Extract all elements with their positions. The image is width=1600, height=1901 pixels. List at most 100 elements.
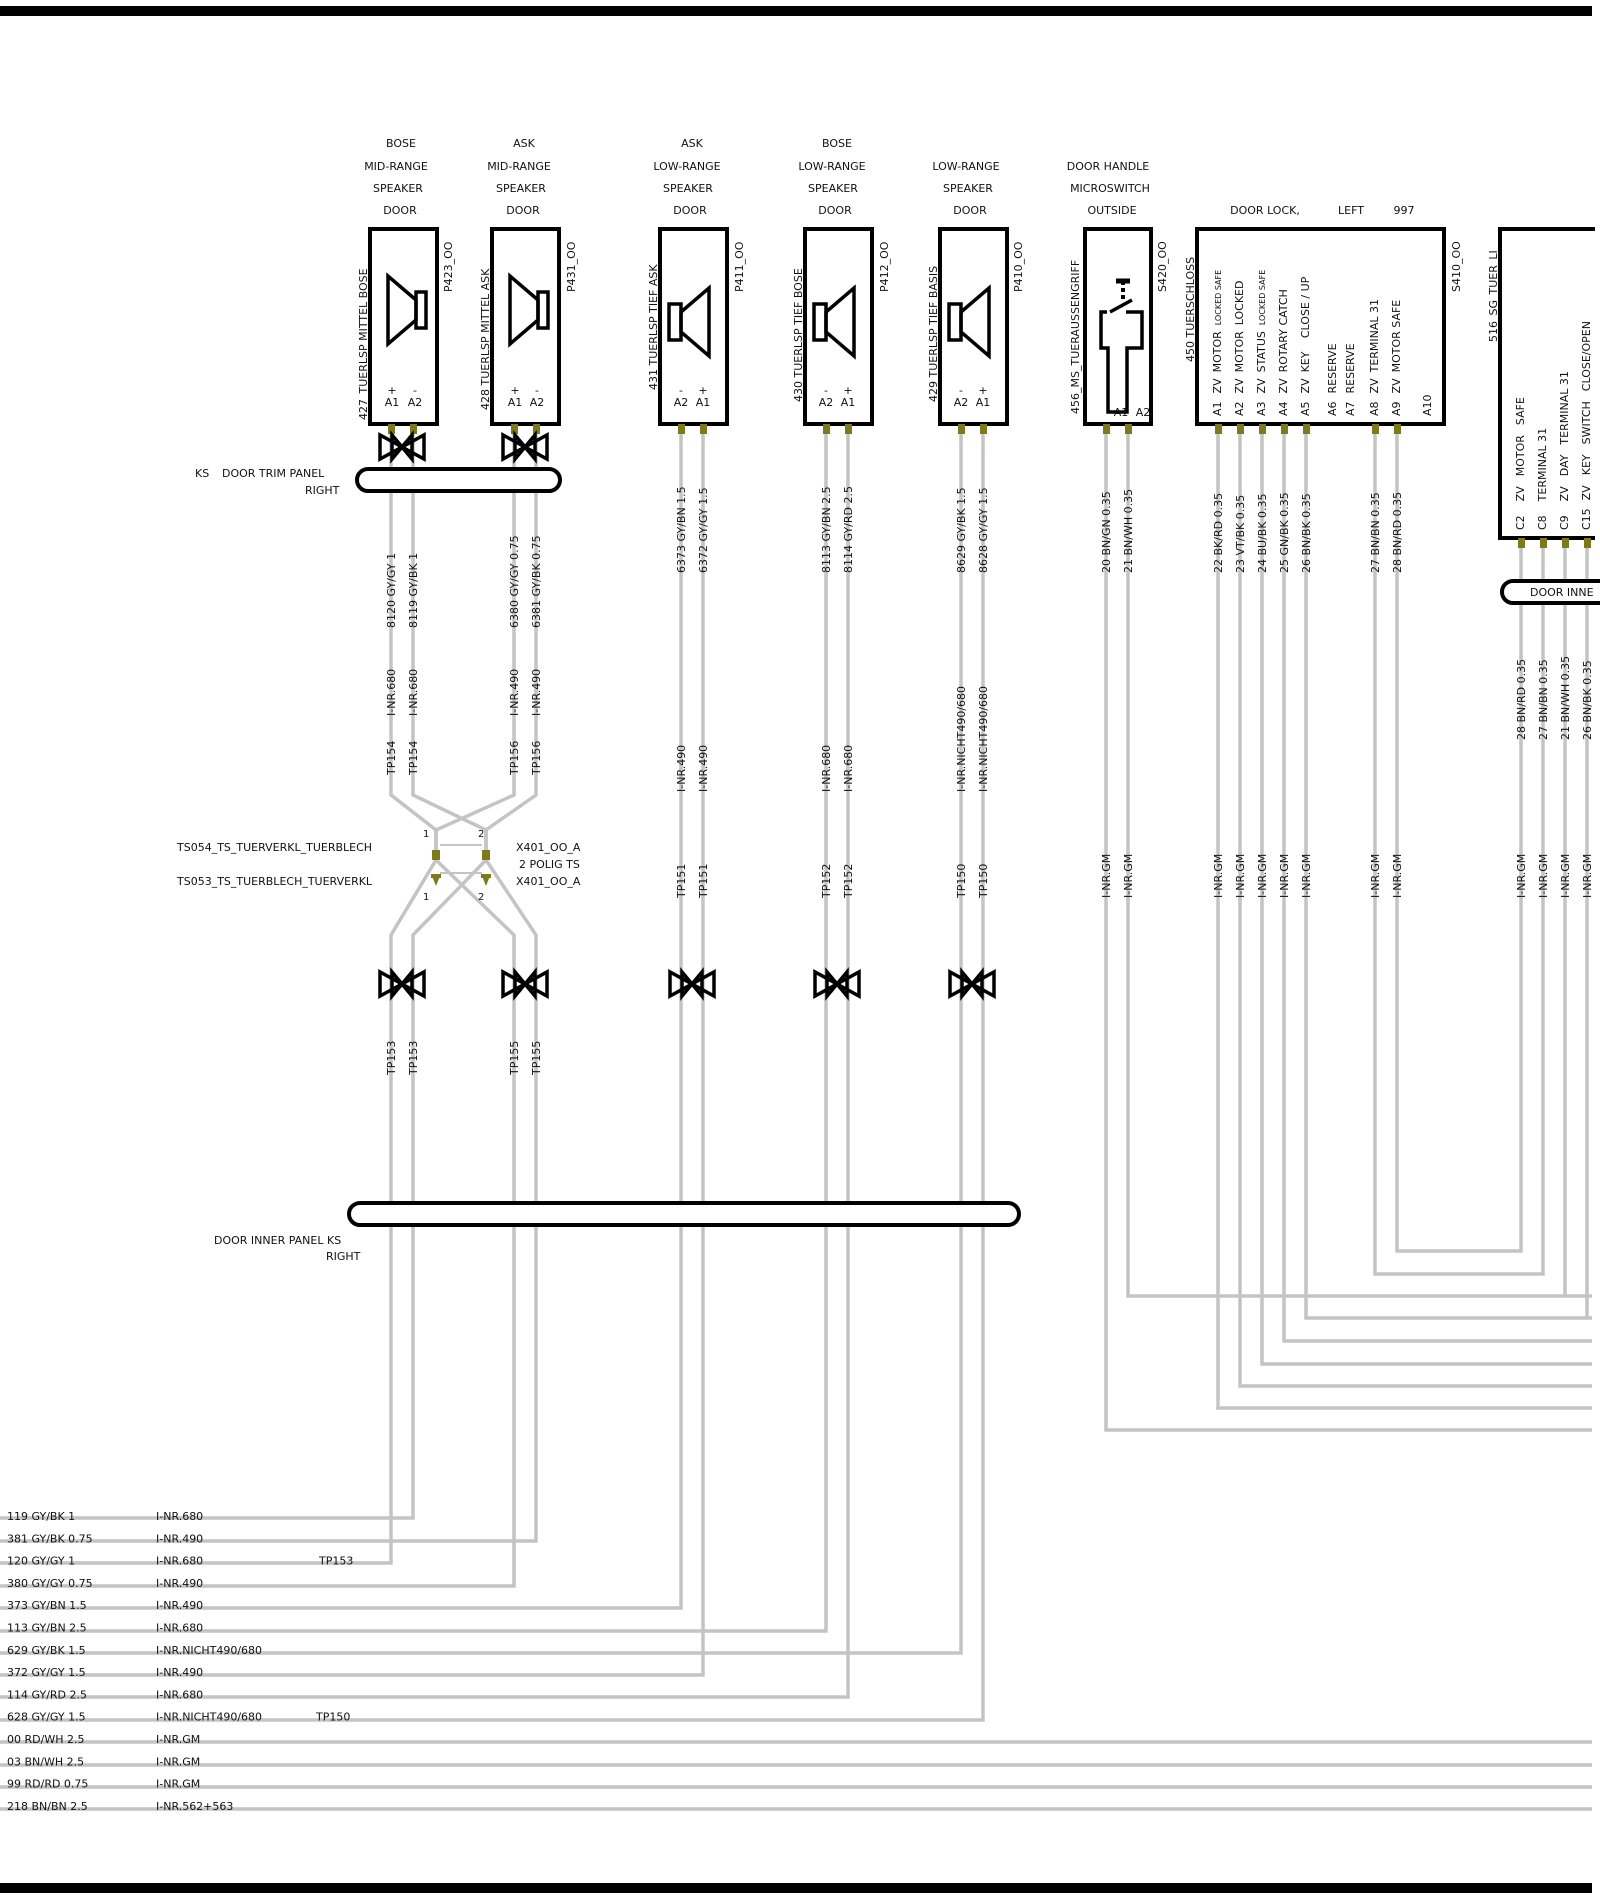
basis-low-label: 429 TUERLSP TIEF BASIS bbox=[927, 266, 940, 402]
harness-option-label: I-NR.NICHT490/680 bbox=[156, 1644, 262, 1657]
vertical-wire-labels: 8120 GY/GY 1 8119 GY/BK 1 6380 GY/GY 0.7… bbox=[385, 486, 1594, 1076]
pin-label: A1 bbox=[508, 396, 523, 409]
harness-wire-label: 119 GY/BK 1 bbox=[7, 1510, 75, 1523]
tp-label: TP152 bbox=[842, 864, 855, 899]
wire-label: 25 GN/BK 0.35 bbox=[1278, 492, 1291, 573]
wire-6380 bbox=[0, 424, 516, 1588]
lock-pin-a1: A1ZVMOTORLOCKED SAFE bbox=[1211, 270, 1224, 416]
unit-pin-c2: C2ZVMOTORSAFE bbox=[1514, 397, 1527, 530]
pin-sign: - bbox=[959, 384, 963, 397]
control-unit-pins: C2ZVMOTORSAFE C8TERMINAL 31 C9ZVDAYTERMI… bbox=[1514, 321, 1593, 530]
speaker-icon bbox=[947, 284, 991, 360]
handle-title-2: MICROSWITCH bbox=[1070, 182, 1150, 195]
wire-label: 26 BN/BK 0.35 bbox=[1581, 660, 1594, 740]
tp-label: TP154 bbox=[385, 741, 398, 776]
harness-option-label: I-NR.490 bbox=[156, 1577, 203, 1590]
splice-polig: 2 POLIG TS bbox=[519, 858, 580, 871]
harness-option-label: I-NR.NICHT490/680 bbox=[156, 1711, 262, 1724]
ask-low-speaker-box bbox=[658, 227, 729, 426]
harness-option-label: I-NR.680 bbox=[156, 1510, 203, 1523]
tp-label: TP156 bbox=[508, 741, 521, 776]
lock-pin-a8: A8ZVTERMINAL 31 bbox=[1368, 299, 1381, 416]
harness-wire-label: 03 BN/WH 2.5 bbox=[7, 1755, 84, 1768]
ask-mid-title-3: SPEAKER bbox=[496, 182, 546, 195]
bose-low-title-4: DOOR bbox=[818, 204, 852, 217]
bose-low-label: 430 TUERLSP TIEF BOSE bbox=[792, 268, 805, 402]
connector-icon bbox=[378, 430, 426, 464]
harness-option-label: I-NR.680 bbox=[156, 1688, 203, 1701]
wire-21-handle bbox=[1126, 424, 1592, 1298]
option-label: I-NR.GM bbox=[1100, 854, 1113, 898]
harness-option-label: I-NR.490 bbox=[156, 1532, 203, 1545]
pin-sign: + bbox=[698, 384, 707, 397]
option-label: I-NR.490 bbox=[530, 669, 543, 716]
harness-wire-label: 372 GY/GY 1.5 bbox=[7, 1666, 86, 1679]
ask-mid-title-4: DOOR bbox=[506, 204, 540, 217]
door-handle-switch-box bbox=[1083, 227, 1153, 426]
splice-pin-2-top: 2 bbox=[478, 829, 484, 840]
speaker-pin-labels: + - A1 A2 + - A1 A2 - + A2 A1 - + A2 A1 … bbox=[385, 384, 1151, 419]
option-label: I-NR.GM bbox=[1369, 854, 1382, 898]
wire-label: 24 BU/BK 0.35 bbox=[1256, 493, 1269, 573]
lock-pin-a4: A4ZVROTARY CATCH bbox=[1277, 289, 1290, 416]
splice-x401: 1 2 1 2 TS054_TS_TUERVERKL_TUERBLECH TS0… bbox=[176, 829, 581, 903]
wire-6381 bbox=[0, 424, 538, 1543]
harness-option-label: I-NR.GM bbox=[156, 1733, 200, 1746]
option-label: I-NR.490 bbox=[675, 745, 688, 792]
pin-label: A2 bbox=[674, 396, 689, 409]
connector-icon bbox=[948, 967, 996, 1001]
bose-mid-ref: P423_OO bbox=[442, 241, 455, 292]
handle-title-1: DOOR HANDLE bbox=[1067, 160, 1150, 173]
lock-pin-a6: A6RESERVE bbox=[1326, 343, 1339, 416]
wire-28-lock bbox=[1395, 424, 1523, 1253]
pin-label: A1 bbox=[976, 396, 991, 409]
wire-8120 bbox=[0, 424, 438, 1565]
speaker-symbols bbox=[386, 272, 1144, 414]
bose-mid-title-4: DOOR bbox=[383, 204, 417, 217]
pin-sign: + bbox=[843, 384, 852, 397]
door-trim-panel-name: DOOR TRIM PANEL bbox=[222, 467, 325, 480]
door-lock-box bbox=[1195, 227, 1446, 426]
bose-mid-label: 427_TUERLSP MITTEL BOSE bbox=[357, 268, 370, 420]
option-label: I-NR.GM bbox=[1515, 854, 1528, 898]
wire-label: 6373 GY/BN 1.5 bbox=[675, 486, 688, 573]
wire-label: 6372 GY/GY 1.5 bbox=[697, 487, 710, 573]
pin-label: A1 bbox=[385, 396, 400, 409]
wire-6373 bbox=[0, 424, 683, 1610]
lock-pin-a9: A9ZVMOTOR SAFE bbox=[1390, 300, 1403, 416]
connector-icon bbox=[668, 967, 716, 1001]
pin-sign: + bbox=[978, 384, 987, 397]
splice-pin-2-bottom: 2 bbox=[478, 892, 484, 903]
pin-sign: - bbox=[679, 384, 683, 397]
tp-label: TP153 bbox=[385, 1041, 398, 1076]
option-label: I-NR.GM bbox=[1391, 854, 1404, 898]
wire-label: 21 BN/WH 0.35 bbox=[1559, 656, 1572, 740]
component-labels: 427_TUERLSP MITTEL BOSE P423_OO 428 TUER… bbox=[357, 241, 1500, 420]
door-lock-title: DOOR LOCK, bbox=[1230, 204, 1300, 217]
wires bbox=[0, 424, 1592, 1811]
tp-label: TP150 bbox=[977, 864, 990, 899]
wire-8628 bbox=[0, 424, 985, 1722]
harness-wire-label: 381 GY/BK 0.75 bbox=[7, 1532, 93, 1545]
wire-25 bbox=[1282, 424, 1592, 1343]
option-label: I-NR.NICHT490/680 bbox=[977, 686, 990, 792]
basis-low-ref: P410_OO bbox=[1012, 241, 1025, 292]
wire-8114 bbox=[0, 424, 850, 1699]
wire-22 bbox=[1216, 424, 1592, 1410]
harness-option-label: I-NR.490 bbox=[156, 1666, 203, 1679]
wire-27-lock bbox=[1373, 424, 1545, 1276]
connector-icon bbox=[501, 430, 549, 464]
harness-option-label: I-NR.490 bbox=[156, 1599, 203, 1612]
connectors bbox=[378, 430, 996, 1001]
harness-wire-label: 99 RD/RD 0.75 bbox=[7, 1778, 88, 1791]
door-inner-panel-unit-label: DOOR INNE bbox=[1530, 586, 1594, 599]
option-label: I-NR.GM bbox=[1537, 854, 1550, 898]
lock-pin-a10: A10 bbox=[1421, 394, 1434, 416]
option-label: I-NR.GM bbox=[1122, 854, 1135, 898]
option-label: I-NR.490 bbox=[508, 669, 521, 716]
pin-sign: + bbox=[387, 384, 396, 397]
option-label: I-NR.GM bbox=[1559, 854, 1572, 898]
tp-label: TP152 bbox=[820, 864, 833, 899]
wire-6372 bbox=[0, 424, 705, 1677]
